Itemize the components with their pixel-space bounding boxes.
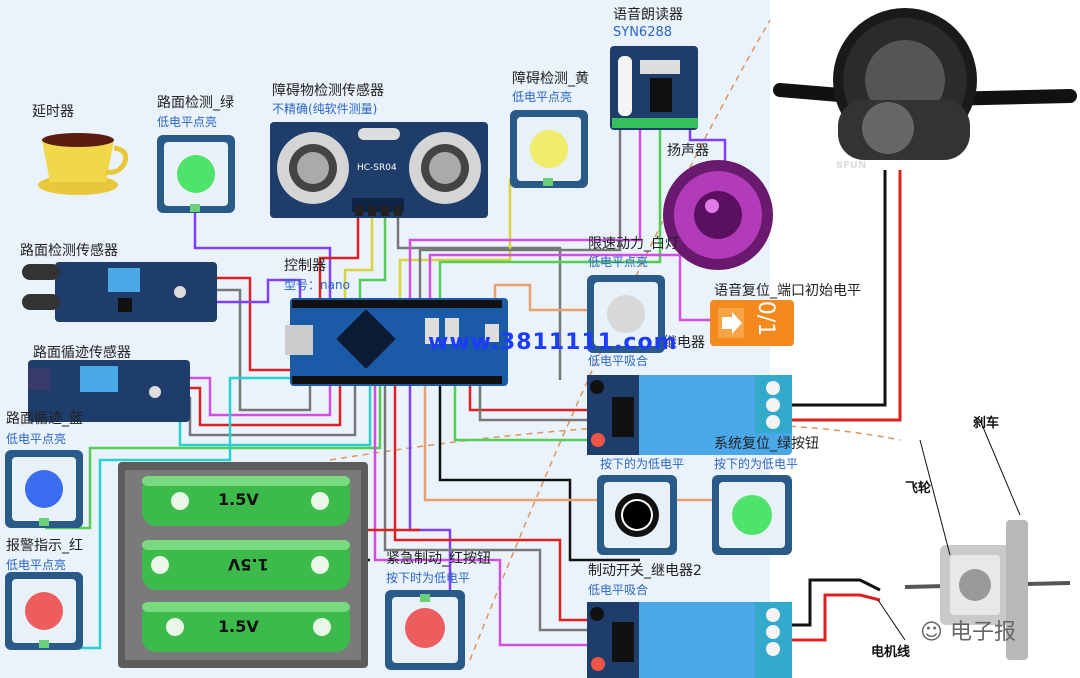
battery-2-label: 1.5V <box>228 555 269 574</box>
relay-label: 继电器 <box>663 335 705 351</box>
sys-reset-button <box>712 475 792 555</box>
wire-relay1-in <box>453 385 590 442</box>
wire-road-sensor-out <box>210 278 302 304</box>
dashed-arc <box>329 423 901 461</box>
wechat-source-name: 电子报 <box>949 620 1016 645</box>
emergency-button <box>385 590 465 670</box>
wire-relay1-gnd <box>478 385 590 422</box>
road-green-led-module <box>157 135 235 213</box>
voice-model-label: SYN6288 <box>613 25 673 40</box>
mid-drive-motor-image <box>773 8 1077 160</box>
wire-voice-2 <box>408 130 642 300</box>
wire-motor-1 <box>790 170 887 407</box>
wire-track-1 <box>170 376 332 417</box>
relay2-sub: 低电平吸合 <box>588 583 649 597</box>
obstacle-sensor-label: 障碍物检测传感器 <box>272 83 384 99</box>
wire-voice-3 <box>438 130 662 300</box>
battery-pack <box>118 462 368 668</box>
wire-echo <box>358 205 387 300</box>
controller-label: 控制器 <box>284 258 326 274</box>
wire-hub-2 <box>790 593 881 642</box>
wechat-source-label: ☺ 电子报 <box>920 614 1016 646</box>
wire-relay2-gnd <box>383 385 590 632</box>
relay-2 <box>587 602 792 678</box>
ultrasonic-sensor <box>270 122 488 218</box>
wire-trig <box>343 205 374 300</box>
voice-reader-label: 语音朗读器 <box>613 7 683 23</box>
line-track-sensor-module <box>28 360 190 422</box>
voice-module <box>610 46 698 130</box>
wire-brake-switch <box>438 385 640 562</box>
obstacle-sensor-sub: 不精确(纯软件测量) <box>272 102 378 116</box>
controller-model-label: 型号：nano <box>284 278 350 292</box>
wire-voice-reset <box>428 253 720 322</box>
alarm-red-sub: 低电平点亮 <box>6 558 67 572</box>
speaker-label: 扬声器 <box>667 143 709 159</box>
obstacle-yellow-label: 障碍检测_黄 <box>512 71 589 87</box>
relay-1 <box>587 375 792 455</box>
brake-switch-button <box>597 475 677 555</box>
motor-wire-label: 电机线 <box>871 645 911 660</box>
wire-relay2-in <box>373 385 590 647</box>
watermark: www.3811111.com <box>428 330 678 355</box>
wires <box>45 120 902 650</box>
motor-brand-label: 8FUN <box>836 160 867 171</box>
emergency-sub: 按下时为低电平 <box>386 571 471 585</box>
io-toggle <box>710 300 794 346</box>
road-track-blue-sub: 低电平点亮 <box>6 432 67 446</box>
battery-1-label: 1.5V <box>218 490 259 509</box>
press-low-label-2: 按下的为低电平 <box>714 457 799 471</box>
road-sensor-module <box>22 262 217 322</box>
wire-voice-1 <box>418 130 622 300</box>
wire-track-2 <box>170 385 342 427</box>
road-green-sub: 低电平点亮 <box>157 115 218 129</box>
obstacle-yellow-led-module <box>510 110 588 188</box>
wire-gnd <box>396 205 562 380</box>
brake-switch-label: 制动开关_继电器2 <box>588 563 702 579</box>
road-sensor-label: 路面检测传感器 <box>20 243 118 259</box>
teacup-icon <box>38 133 129 195</box>
speed-limit-sub: 低电平点亮 <box>588 255 649 269</box>
blue-led-module <box>5 450 83 528</box>
wire-road-green <box>193 210 332 300</box>
wechat-icon: ☺ <box>920 620 943 645</box>
road-track-blue-label: 路面循迹_蓝 <box>6 411 83 427</box>
wire-road-sensor-gnd <box>210 288 312 412</box>
io-toggle-label: 0/1 <box>753 300 779 337</box>
brake-label: 刹车 <box>973 416 1000 431</box>
white-led-module <box>587 275 665 353</box>
battery-3-label: 1.5V <box>218 617 259 636</box>
nano-board <box>285 298 508 386</box>
wire-relay1-vcc <box>468 385 590 412</box>
wire-red-led <box>45 376 290 650</box>
relay-sub: 低电平吸合 <box>588 354 649 368</box>
wire-motor-2 <box>790 170 902 422</box>
speaker-icon <box>663 160 773 270</box>
delay-label: 延时器 <box>32 104 74 120</box>
line-track-label: 路面循迹传感器 <box>33 345 131 361</box>
wire-hub-1 <box>790 578 881 627</box>
flywheel-label: 飞轮 <box>905 481 932 496</box>
hc-sr04-label: HC-SR04 <box>357 163 397 173</box>
dashed-arc <box>469 19 771 661</box>
emergency-label: 紧急制动_红按钮 <box>386 551 491 567</box>
wire-relay2-vcc <box>393 385 590 622</box>
road-green-label: 路面检测_绿 <box>157 95 234 111</box>
red-led-module <box>5 572 83 650</box>
voice-reset-label: 语音复位_端口初始电平 <box>714 283 861 299</box>
speed-limit-label: 限速动力_白灯 <box>588 236 679 252</box>
alarm-red-label: 报警指示_红 <box>6 538 83 554</box>
press-low-label-1: 按下的为低电平 <box>600 457 685 471</box>
wire-vcc <box>318 205 360 300</box>
hub-motor-image <box>877 419 1071 660</box>
obstacle-yellow-sub: 低电平点亮 <box>512 90 573 104</box>
wire-road-sensor-vcc <box>210 276 290 372</box>
wire-white-led <box>493 283 590 312</box>
sys-reset-label: 系统复位_绿按钮 <box>714 436 819 452</box>
